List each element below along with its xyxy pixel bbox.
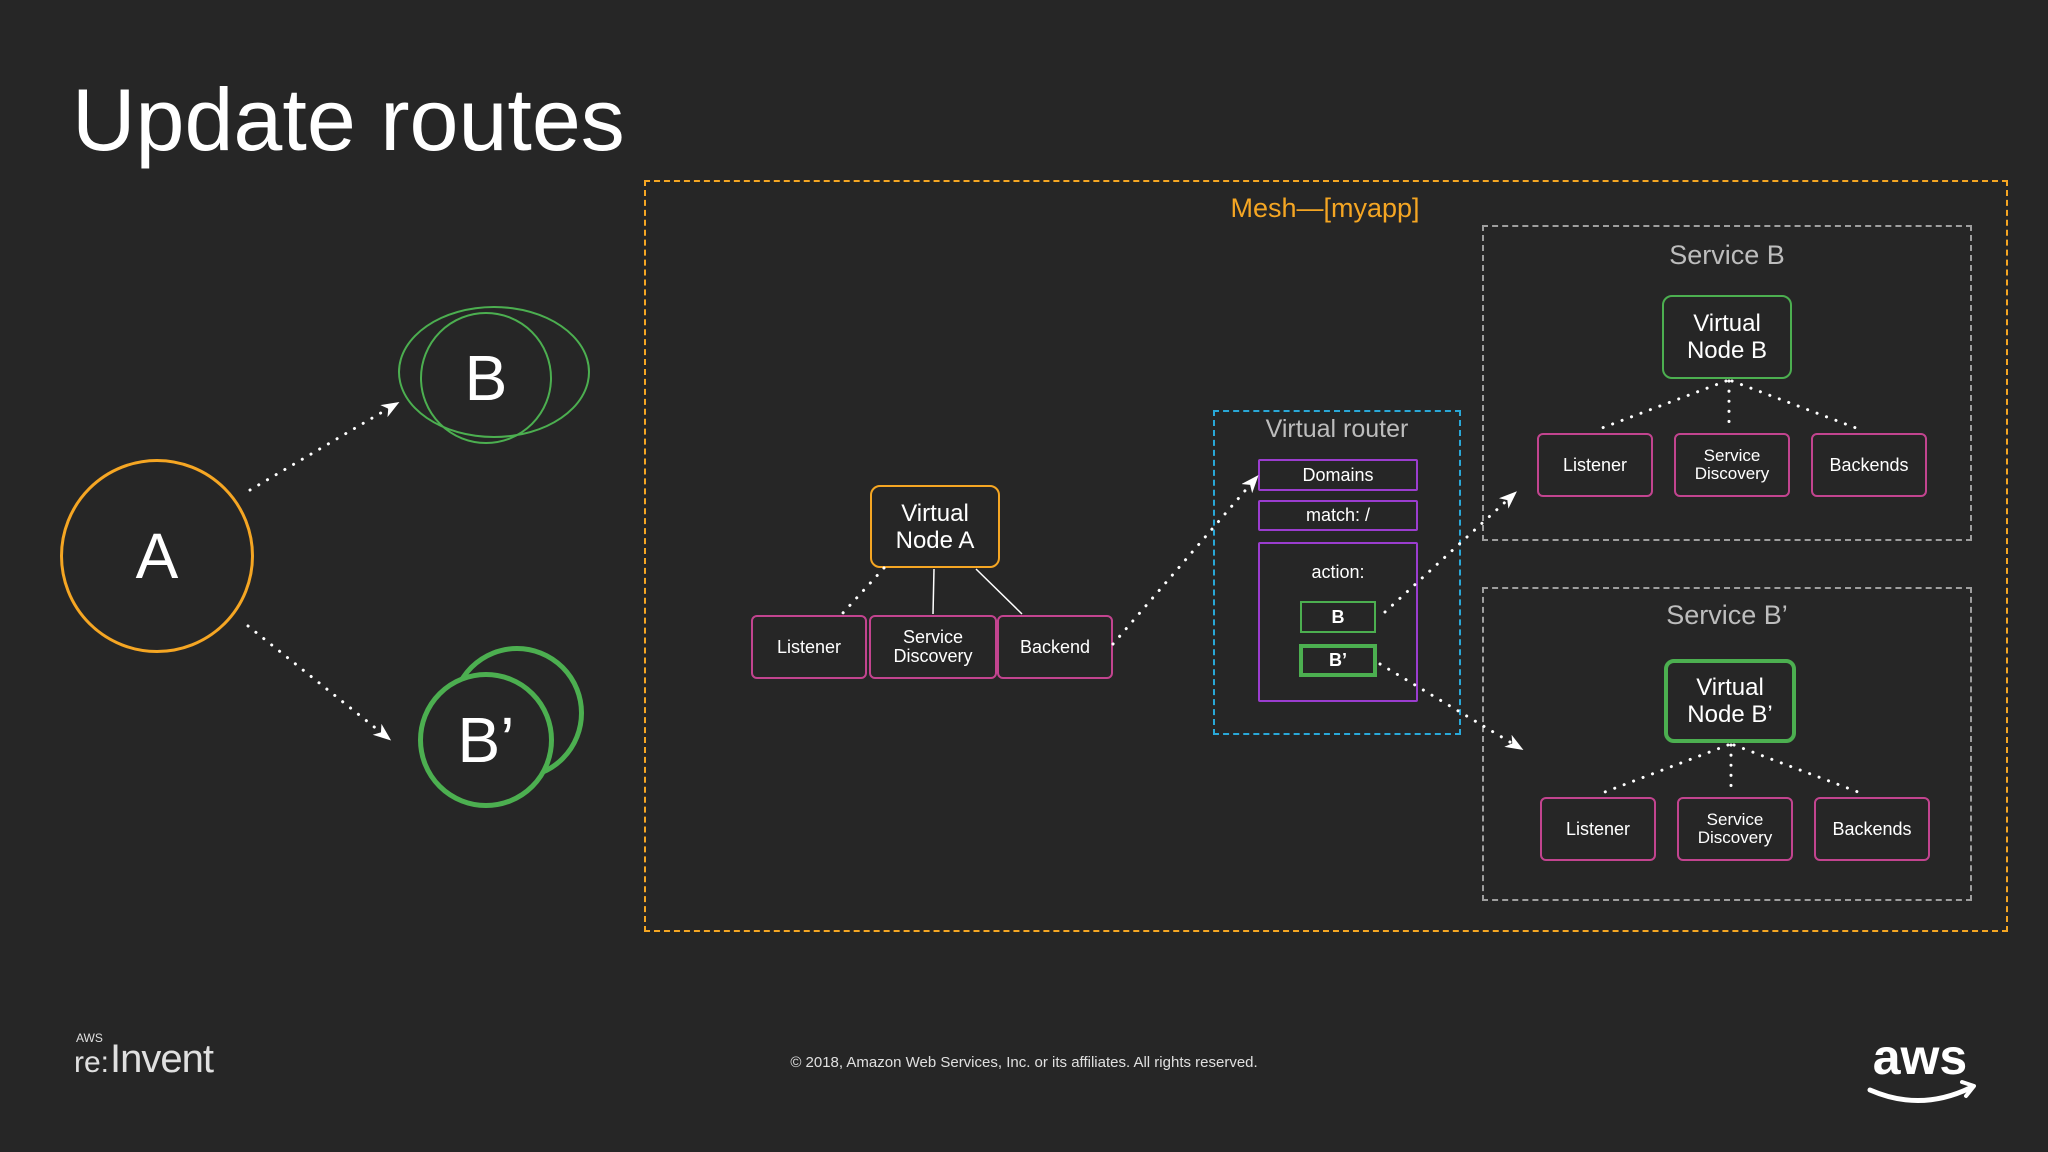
node-a-backend: Backend [997, 615, 1113, 679]
connector-vnode-b-backends [1730, 379, 1866, 433]
reinvent-logo: AWS re: Invent [74, 1031, 215, 1076]
router-action-box [1258, 542, 1418, 702]
arrow-router-to-service-b-prime [1378, 662, 1524, 751]
router-target-b-prime: B’ [1299, 644, 1377, 677]
slide-title: Update routes [72, 70, 625, 169]
connector-vnode-b-listener [1592, 379, 1728, 433]
service-b-prime-listener: Listener [1540, 797, 1656, 861]
svg-text:Invent: Invent [110, 1037, 214, 1076]
service-b-label: Service B [1669, 240, 1785, 270]
arrow-backend-to-router [1111, 474, 1259, 646]
node-b-prime-circle: B’ [418, 672, 554, 808]
virtual-node-a: Virtual Node A [870, 485, 1000, 568]
router-action-label: action: [1311, 562, 1365, 582]
svg-text:AWS: AWS [76, 1031, 103, 1045]
arrow-a-to-b [248, 401, 400, 492]
connector-vnode-bp-listener [1595, 743, 1730, 797]
connector-node-a-discovery [932, 568, 935, 615]
service-b-prime-service-discovery: Service Discovery [1677, 797, 1793, 861]
svg-text:aws: aws [1873, 1032, 1968, 1085]
service-b-prime-boundary [1482, 587, 1972, 901]
router-match: match: / [1258, 500, 1418, 531]
virtual-router-label: Virtual router [1265, 415, 1409, 443]
connector-node-a-backend [975, 568, 1023, 615]
service-b-backends: Backends [1811, 433, 1927, 497]
node-a-service-discovery: Service Discovery [869, 615, 997, 679]
mesh-boundary [644, 180, 2008, 932]
service-b-boundary [1482, 225, 1972, 541]
connector-node-a-listener [840, 566, 886, 616]
service-b-service-discovery: Service Discovery [1674, 433, 1790, 497]
svg-text:re:: re: [74, 1046, 109, 1076]
node-b-circle: B [420, 312, 552, 444]
footer-copyright: © 2018, Amazon Web Services, Inc. or its… [790, 1054, 1258, 1071]
connector-vnode-bp-backends [1732, 743, 1868, 797]
arrow-router-to-service-b [1383, 491, 1517, 614]
virtual-node-b-prime: Virtual Node B’ [1664, 659, 1796, 743]
router-target-b: B [1300, 601, 1376, 633]
virtual-router-boundary [1213, 410, 1461, 735]
mesh-label: Mesh—[myapp] [1230, 193, 1420, 223]
aws-logo: aws [1867, 1032, 1976, 1103]
service-b-prime-backends: Backends [1814, 797, 1930, 861]
router-domains: Domains [1258, 459, 1418, 491]
service-b-listener: Listener [1537, 433, 1653, 497]
arrow-a-to-b-prime [246, 624, 392, 741]
virtual-node-b: Virtual Node B [1662, 295, 1792, 379]
service-b-prime-label: Service B’ [1666, 600, 1788, 630]
node-a-listener: Listener [751, 615, 867, 679]
node-a-circle: A [60, 459, 254, 653]
